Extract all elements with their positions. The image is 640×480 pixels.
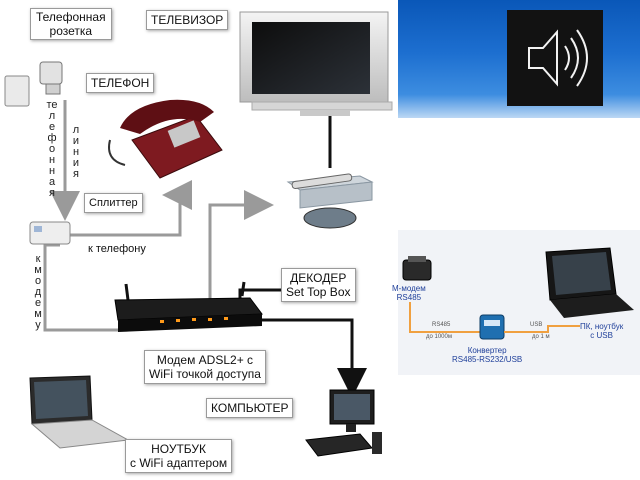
phone-socket-device <box>4 61 63 107</box>
vertical-to-modem: к модему <box>34 253 42 331</box>
label-splitter: Сплиттер <box>84 193 143 213</box>
label-notebook: НОУТБУК с WiFi адаптером <box>125 439 233 473</box>
phone-line-path <box>43 100 274 332</box>
label-modem: Модем ADSL2+ с WiFi точкой доступа <box>144 350 266 384</box>
rs-link2-top: USB <box>530 322 543 328</box>
label-modem-line2: WiFi точкой доступа <box>149 367 261 381</box>
label-notebook-line1: НОУТБУК <box>151 442 207 456</box>
speaker-icon-box <box>507 10 603 106</box>
label-to-phone: к телефону <box>88 243 146 255</box>
laptop-device <box>29 375 130 449</box>
rs-line-2 <box>504 325 580 333</box>
vertical-line: линия <box>72 124 80 180</box>
converter-device <box>479 314 505 340</box>
telephone-device <box>108 99 223 179</box>
rs-converter-label-line1: Конвертер <box>467 346 507 355</box>
rs-link2-bottom: до 1 м <box>532 334 550 340</box>
rs-modem-label-line1: M-модем <box>392 284 426 293</box>
label-phone-socket-line2: розетка <box>49 24 93 38</box>
label-phone: ТЕЛЕФОН <box>86 73 155 93</box>
rs-link1-bottom: до 1000м <box>426 334 452 340</box>
m-modem-device <box>402 256 432 281</box>
vertical-phone-line: телефонная <box>46 99 58 199</box>
label-phone-socket: Телефонная розетка <box>30 8 112 40</box>
splitter-device <box>29 221 71 245</box>
label-tv: ТЕЛЕВИЗОР <box>146 10 229 30</box>
label-notebook-line2: с WiFi адаптером <box>130 456 228 470</box>
rs-modem-label: M-модем RS485 <box>392 284 426 302</box>
decoder-device <box>286 173 374 229</box>
speaker-icon <box>528 29 588 87</box>
label-decoder-line1: ДЕКОДЕР <box>290 271 347 285</box>
label-phone-socket-line1: Телефонная <box>36 10 106 24</box>
label-modem-line1: Модем ADSL2+ с <box>156 353 254 367</box>
rs-line-1 <box>409 302 480 333</box>
rs-pc-label-line2: с USB <box>590 331 613 340</box>
rs-pc-label-line1: ПК, ноутбук <box>580 322 624 331</box>
rs-converter-label: Конвертер RS485-RS232/USB <box>452 346 522 364</box>
label-decoder-line2: Set Top Box <box>286 285 351 299</box>
rs-converter-label-line2: RS485-RS232/USB <box>452 355 523 364</box>
label-computer: КОМПЬЮТЕР <box>206 398 294 418</box>
tv-device <box>239 11 393 116</box>
rs-link1-top: RS485 <box>432 322 451 328</box>
rs-pc-label: ПК, ноутбук с USB <box>580 322 623 340</box>
pc-laptop-device <box>545 247 634 318</box>
router-device <box>114 281 263 332</box>
computer-device <box>305 389 382 457</box>
rs-modem-label-line2: RS485 <box>396 293 422 302</box>
label-decoder: ДЕКОДЕР Set Top Box <box>281 268 356 302</box>
rs485-diagram <box>402 247 634 340</box>
